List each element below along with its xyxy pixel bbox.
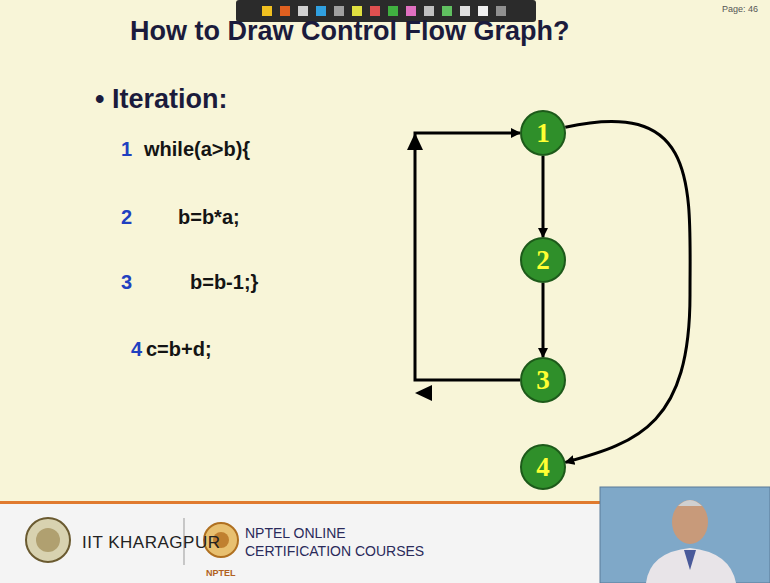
footer-text: NPTEL ONLINE bbox=[245, 525, 346, 541]
node-number: 3 bbox=[536, 367, 550, 394]
node-number: 1 bbox=[536, 120, 550, 147]
node-number: 2 bbox=[536, 247, 550, 274]
code-line: b=b-1;} bbox=[190, 271, 258, 294]
flow-edge bbox=[565, 121, 690, 462]
line-number: 1 bbox=[121, 138, 132, 161]
footer-small: NPTEL bbox=[206, 568, 236, 578]
flow-edge bbox=[542, 283, 545, 357]
flow-node-circle: 4 bbox=[520, 444, 566, 490]
toolbar-icons bbox=[262, 6, 506, 16]
node-number: 4 bbox=[536, 454, 550, 481]
loop-arrowhead bbox=[415, 385, 432, 401]
footer-text: IIT KHARAGPUR bbox=[82, 533, 220, 553]
page-number: Page: 46 bbox=[722, 4, 758, 14]
code-line: b=b*a; bbox=[178, 206, 240, 229]
line-number: 3 bbox=[121, 271, 132, 294]
line-number: 4 bbox=[131, 338, 142, 361]
flow-node-circle: 3 bbox=[520, 357, 566, 403]
footer-text: CERTIFICATION COURSES bbox=[245, 543, 424, 559]
bullet-heading: • Iteration: bbox=[95, 84, 227, 115]
slide-title: How to Draw Control Flow Graph? bbox=[130, 16, 569, 47]
flow-edge bbox=[542, 156, 545, 237]
flow-node-circle: 1 bbox=[520, 110, 566, 156]
line-number: 2 bbox=[121, 206, 132, 229]
code-line: c=b+d; bbox=[146, 338, 212, 361]
iit-logo bbox=[26, 518, 70, 562]
flow-node-circle: 2 bbox=[520, 237, 566, 283]
flow-edge bbox=[415, 133, 520, 380]
code-line: while(a>b){ bbox=[144, 138, 250, 161]
presenter-video bbox=[600, 487, 770, 583]
